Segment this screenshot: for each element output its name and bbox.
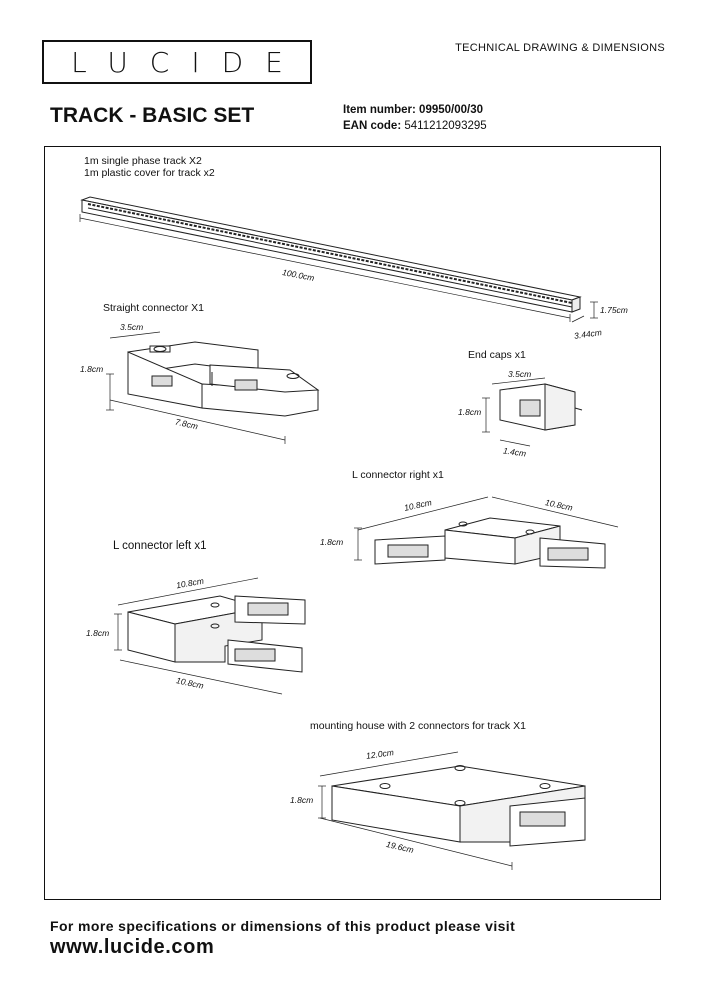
footer-url-link[interactable]: www.lucide.com [50,936,215,958]
dim-lleft-height: 1.8cm [86,628,110,638]
dim-mount-height: 1.8cm [290,795,314,805]
product-title: TRACK - BASIC SET [50,104,255,127]
brand-logo: LUCIDE [42,40,312,84]
mounting-house-label: mounting house with 2 connectors for tra… [310,720,526,732]
straight-connector-drawing [106,331,320,444]
item-number-value: 09950/00/30 [419,104,483,116]
item-number-label: Item number: [343,104,416,116]
drawing-frame [44,146,661,900]
l-connector-left-drawing [114,577,306,695]
straight-connector-label: Straight connector X1 [103,302,204,314]
dim-endcap-height: 1.8cm [458,407,482,417]
document-type: TECHNICAL DRAWING & DIMENSIONS [455,42,665,54]
dim-track-height: 1.75cm [600,305,628,315]
ean-code: EAN code: 5411212093295 [343,120,487,132]
item-number: Item number: 09950/00/30 [343,104,483,116]
track-label-line2: 1m plastic cover for track x2 [84,167,215,179]
ean-code-value: 5411212093295 [404,120,487,132]
dim-straight-width: 3.5cm [120,322,144,332]
track-label-line1: 1m single phase track X2 [84,155,202,167]
track-drawing [79,196,598,323]
l-connector-left-label: L connector left x1 [113,540,207,552]
end-caps-label: End caps x1 [468,349,526,361]
l-connector-right-label: L connector right x1 [352,469,444,481]
ean-code-label: EAN code: [343,120,402,132]
dim-straight-height: 1.8cm [80,364,104,374]
logo-text: LUCIDE [71,45,305,79]
dim-endcap-width: 3.5cm [508,369,532,379]
mounting-house-drawing [318,751,586,870]
dim-lright-height: 1.8cm [320,537,344,547]
footer-note: For more specifications or dimensions of… [50,918,516,934]
l-connector-right-drawing [354,496,619,569]
end-cap-drawing [482,377,583,447]
